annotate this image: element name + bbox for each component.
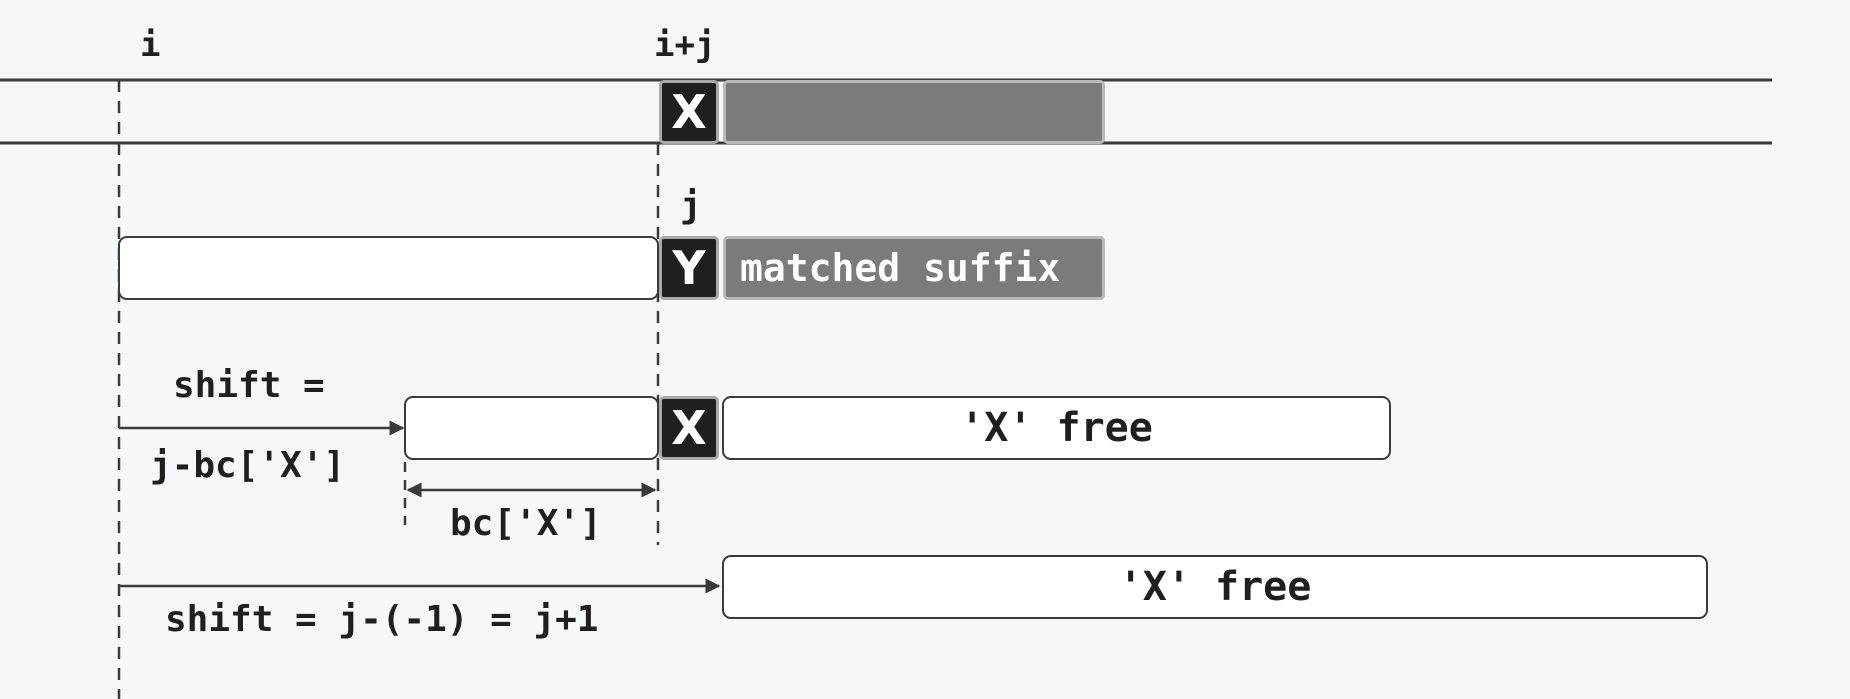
- pattern-prefix-box: [118, 236, 659, 300]
- label-j: j: [680, 185, 702, 226]
- label-i: i: [140, 25, 161, 65]
- pattern-mismatch-char: Y: [659, 236, 719, 300]
- label-shift-eq: shift =: [173, 365, 325, 406]
- matched-suffix-region: matched suffix: [723, 236, 1105, 300]
- matched-suffix-label: matched suffix: [740, 246, 1061, 290]
- label-shift-full: shift = j-(-1) = j+1: [165, 599, 599, 640]
- label-i-plus-j: i+j: [654, 25, 716, 65]
- label-j-minus-bc: j-bc['X']: [150, 445, 346, 486]
- x-free-label-1: 'X' free: [960, 405, 1153, 451]
- x-free-box-2: 'X' free: [722, 555, 1708, 619]
- shifted-pattern-prefix-box: [404, 396, 659, 460]
- aligned-x-char: X: [659, 396, 719, 460]
- text-mismatch-char: X: [659, 80, 719, 144]
- text-matched-region: [723, 80, 1105, 144]
- x-free-box-1: 'X' free: [722, 396, 1391, 460]
- label-bc-x: bc['X']: [450, 503, 602, 544]
- x-free-label-2: 'X' free: [1118, 564, 1312, 610]
